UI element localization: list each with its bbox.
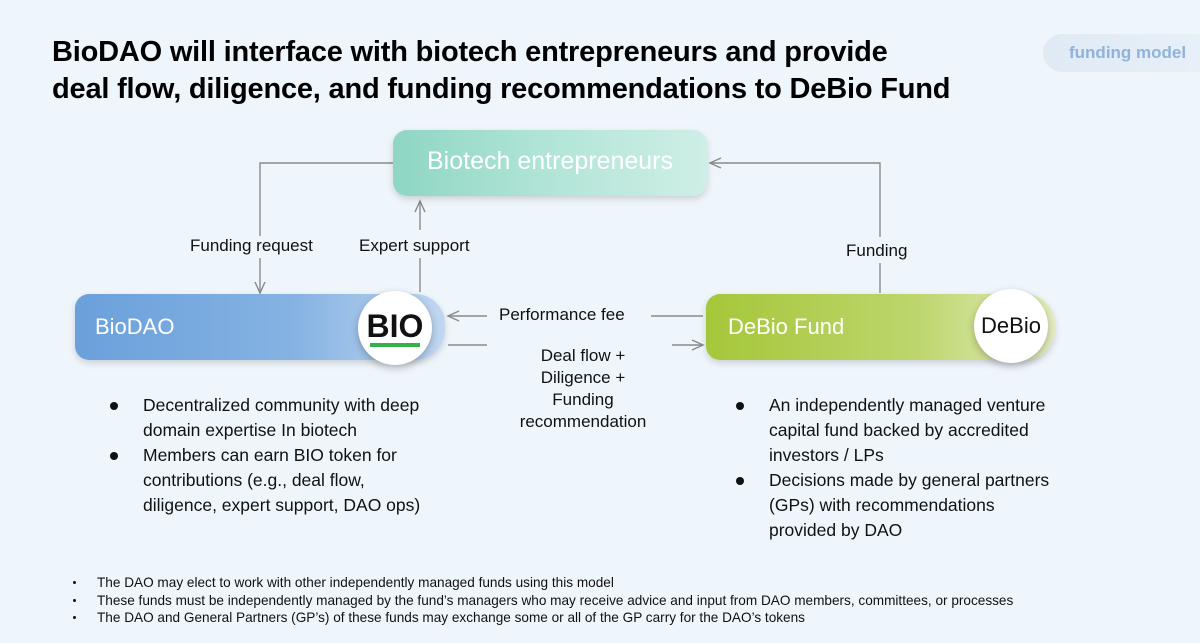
footnote-list: The DAO may elect to work with other ind… (71, 574, 1181, 627)
arrow-funding (710, 163, 881, 293)
bullet-dot (73, 616, 76, 619)
footnote-item: The DAO and General Partners (GP’s) of t… (71, 609, 1181, 627)
bio-logo-badge: BIO (358, 291, 432, 365)
label-funding: Funding (846, 241, 908, 260)
label-funding-request: Funding request (190, 236, 313, 255)
bio-logo-underline (370, 343, 420, 347)
label-expert-support: Expert support (359, 236, 470, 255)
deal-flow-line-3: Funding (552, 390, 614, 409)
page-title: BioDAO will interface with biotech entre… (52, 34, 1032, 108)
debio-label: DeBio Fund (728, 314, 845, 339)
biodao-label: BioDAO (95, 314, 175, 339)
node-biotech-entrepreneurs: Biotech entrepreneurs (393, 130, 707, 196)
arrow-funding-request (260, 162, 393, 293)
title-line-2: deal flow, diligence, and funding recomm… (52, 73, 951, 105)
footnote-item: These funds must be independently manage… (71, 592, 1181, 610)
list-item: Decisions made by general partners (GPs)… (736, 468, 1079, 543)
bullet-dot (736, 402, 744, 410)
deal-flow-line-4: recommendation (519, 412, 647, 431)
label-deal-flow: Deal flow + Diligence + Funding recommen… (488, 345, 678, 433)
section-tag: funding model (1043, 34, 1200, 72)
debio-logo-badge: DeBio (974, 289, 1048, 363)
bullet-dot (73, 581, 76, 584)
list-item: An independently managed venture capital… (736, 393, 1079, 468)
footnote-item: The DAO may elect to work with other ind… (71, 574, 1181, 592)
list-item: Members can earn BIO token for contribut… (110, 443, 463, 518)
bio-logo-text: BIO (366, 308, 424, 344)
debio-bullet-list: An independently managed venture capital… (736, 393, 1079, 543)
title-line-1: BioDAO will interface with biotech entre… (52, 36, 888, 68)
deal-flow-line-2: Diligence + (540, 368, 626, 387)
bullet-dot (73, 598, 76, 602)
list-item: Decentralized community with deep domain… (110, 393, 463, 443)
bullet-dot (110, 452, 118, 460)
bullet-dot (110, 402, 118, 410)
label-performance-fee: Performance fee (499, 305, 625, 324)
deal-flow-line-1: Deal flow + (540, 346, 626, 365)
debio-logo-text: DeBio (981, 313, 1041, 338)
bullet-dot (736, 477, 744, 485)
biodao-bullet-list: Decentralized community with deep domain… (110, 393, 463, 518)
